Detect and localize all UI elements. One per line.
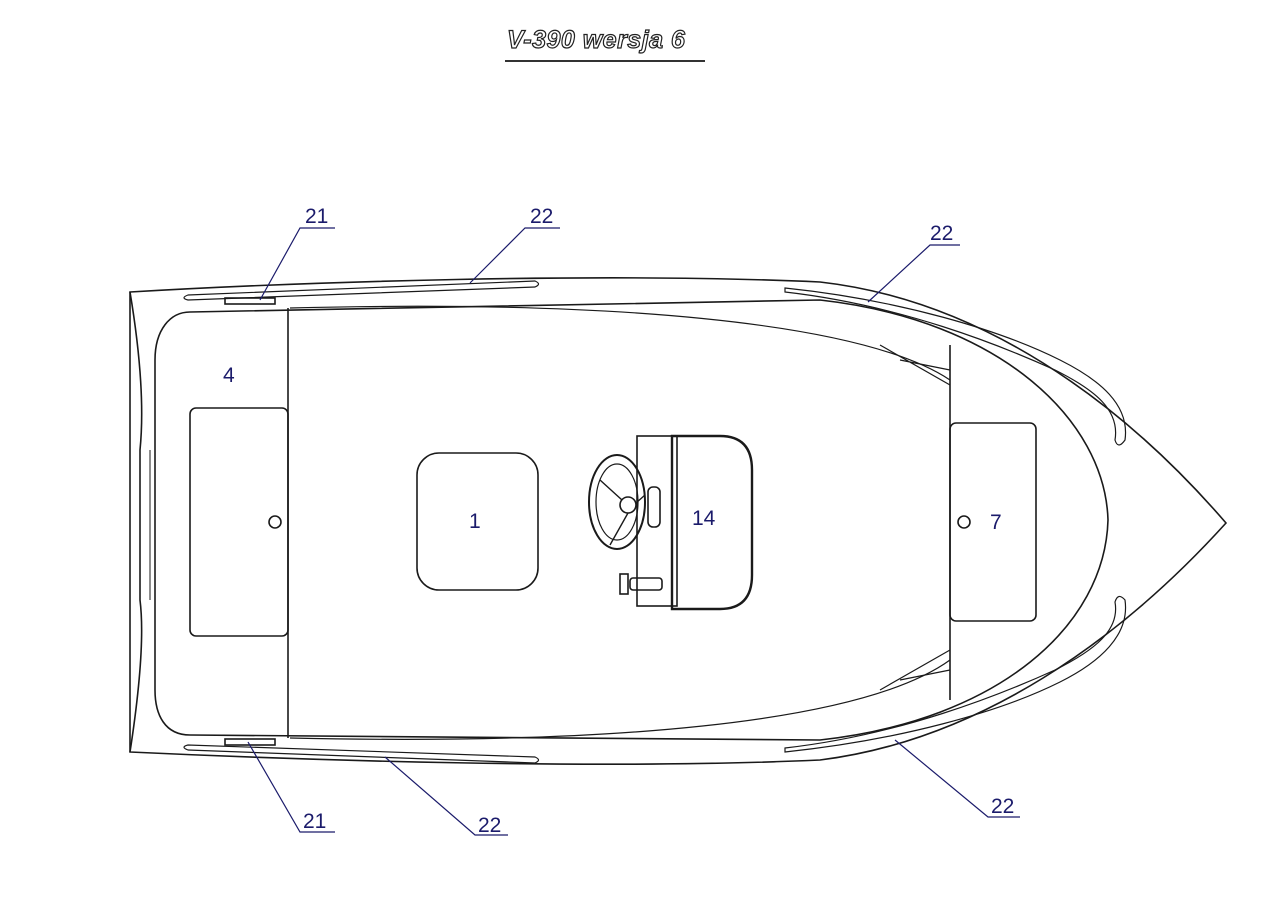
label-console: 14 <box>692 507 716 530</box>
callout-22-bottom-center: 22 <box>478 814 502 837</box>
center-hatch <box>416 452 539 591</box>
steering-spokes <box>599 479 646 546</box>
callout-22-top-center: 22 <box>530 205 554 228</box>
rub-rail-bottom-stern <box>183 744 540 764</box>
rub-rail-top-stern <box>183 280 540 301</box>
label-center-hatch: 1 <box>469 510 481 533</box>
floor-diag <box>879 344 951 691</box>
bow-seat-hatch <box>949 422 1037 622</box>
console-seat <box>670 434 754 611</box>
label-stern-seat: 4 <box>223 364 235 387</box>
callout-21-top: 21 <box>305 205 329 228</box>
throttle-body <box>629 577 663 591</box>
inner-deck-outline <box>154 299 1109 741</box>
steering-wheel-inner <box>595 463 639 541</box>
hull-outline <box>129 277 1228 765</box>
stern-drain-icon <box>268 515 282 529</box>
callout-22-bottom-right: 22 <box>991 795 1015 818</box>
bow-drain-icon <box>957 515 971 529</box>
callout-leaders <box>247 227 1020 836</box>
steering-hub <box>619 496 637 514</box>
transom-detail <box>129 291 143 753</box>
callout-22-top-right: 22 <box>930 222 954 245</box>
throttle-lever <box>619 573 629 595</box>
floor-line <box>289 305 951 740</box>
steering-wheel-icon <box>588 454 646 550</box>
rub-rail-bottom-bow <box>784 595 1127 753</box>
cleat-bottom <box>224 738 276 746</box>
steering-mount <box>647 486 661 528</box>
cleat-top <box>224 297 276 305</box>
title-underline <box>505 60 705 62</box>
drawing-title: V-390 wersja 6 <box>505 25 705 62</box>
stern-seat-hatch <box>189 407 289 637</box>
console-base <box>636 435 678 607</box>
label-bow-seat: 7 <box>990 511 1002 534</box>
rub-rail-top-bow <box>784 287 1127 446</box>
drawing-title-text: V-390 wersja 6 <box>506 25 686 54</box>
callout-21-bottom: 21 <box>303 810 327 833</box>
